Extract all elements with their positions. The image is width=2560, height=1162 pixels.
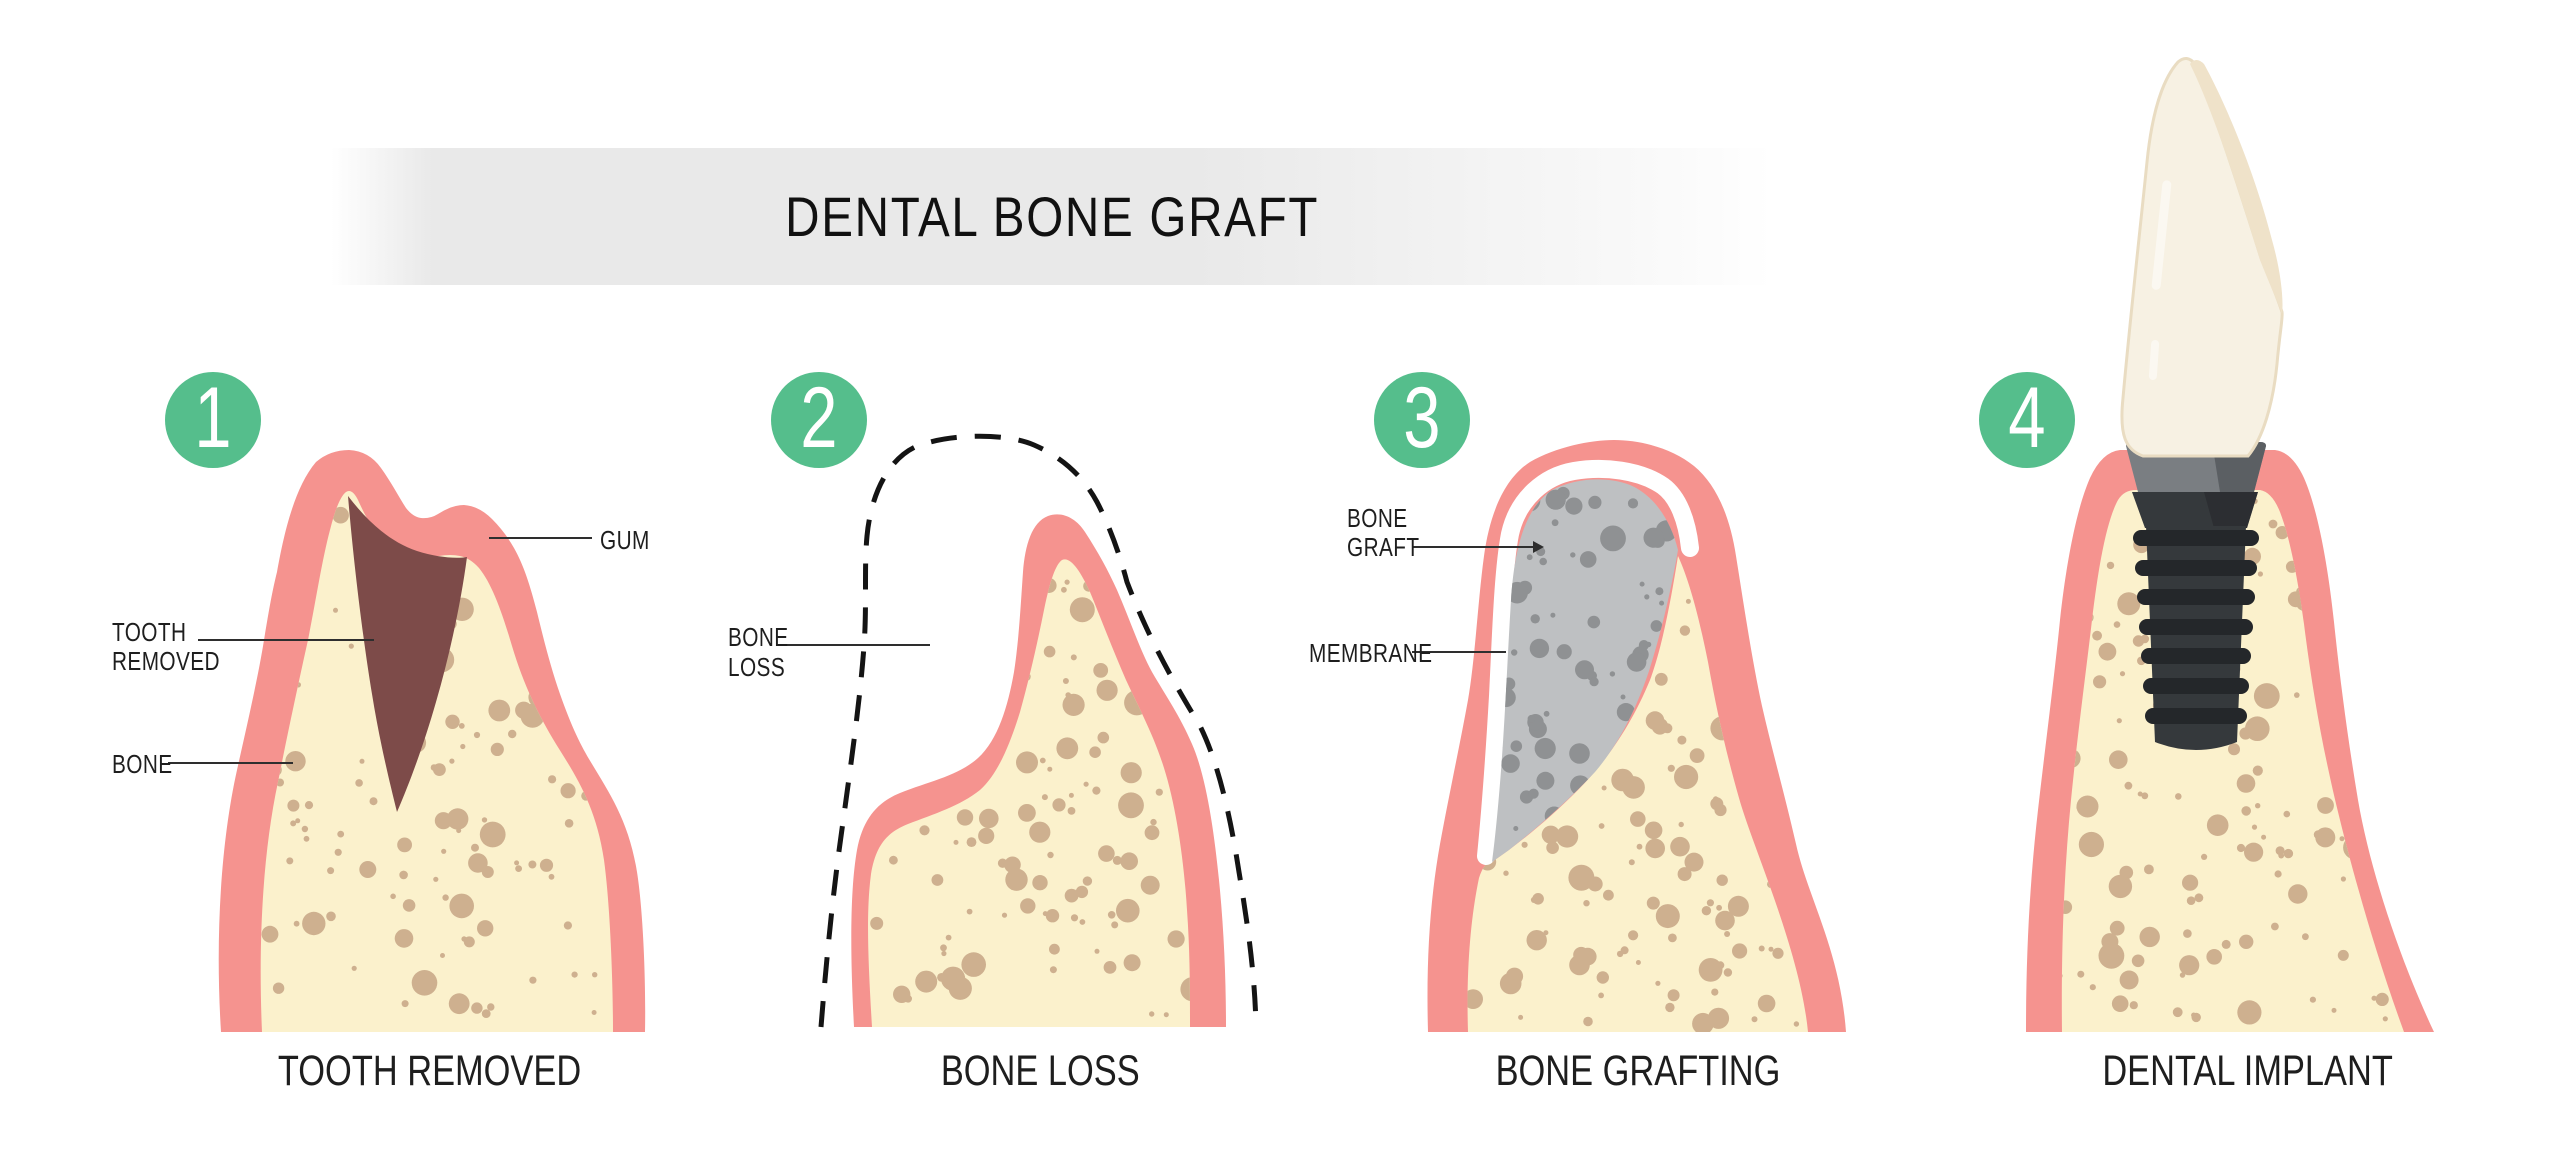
step-circle-3: 3 — [1374, 372, 1470, 468]
panel-step-2 — [818, 433, 1259, 1028]
caption-step-1: TOOTH REMOVED — [278, 1047, 582, 1095]
crown-gloss — [2151, 180, 2172, 290]
bone-graft-label: BONE GRAFT — [1347, 503, 1420, 562]
bone-graft-arrowhead — [1533, 541, 1544, 553]
step-number-1: 1 — [194, 370, 232, 466]
caption-step-3: BONE GRAFTING — [1495, 1047, 1781, 1095]
step-number-3: 3 — [1403, 370, 1441, 466]
membrane-label: MEMBRANE — [1309, 638, 1433, 668]
panel-step-4 — [2026, 57, 2434, 1032]
extraction-socket — [348, 496, 467, 812]
step-circle-2: 2 — [771, 372, 867, 468]
caption-step-2: BONE LOSS — [940, 1047, 1140, 1095]
step-number-2: 2 — [800, 370, 838, 466]
bone-label: BONE — [112, 749, 173, 779]
step-number-4: 4 — [2008, 370, 2046, 466]
title-band: DENTAL BONE GRAFT — [331, 148, 1773, 285]
implant-crown-shade — [2190, 60, 2283, 314]
implant-thread-ridges — [2133, 530, 2259, 724]
gum-label: GUM — [600, 525, 650, 555]
leader-lines — [168, 537, 1533, 764]
crown-gloss-small — [2148, 340, 2160, 380]
bone-loss-label: BONE LOSS — [728, 622, 789, 682]
implant-collar-shade — [2204, 492, 2258, 528]
implant-crown — [2120, 57, 2284, 458]
tooth-removed-label: TOOTH REMOVED — [112, 617, 220, 676]
step-circle-4: 4 — [1979, 372, 2075, 468]
lost-bone-dashed-outline — [818, 433, 1259, 1028]
membrane-layer — [1477, 460, 1699, 865]
panel-step-3 — [1427, 440, 1846, 1032]
page-title: DENTAL BONE GRAFT — [784, 185, 1320, 248]
caption-step-4: DENTAL IMPLANT — [2102, 1047, 2394, 1095]
step-circle-1: 1 — [165, 372, 261, 468]
